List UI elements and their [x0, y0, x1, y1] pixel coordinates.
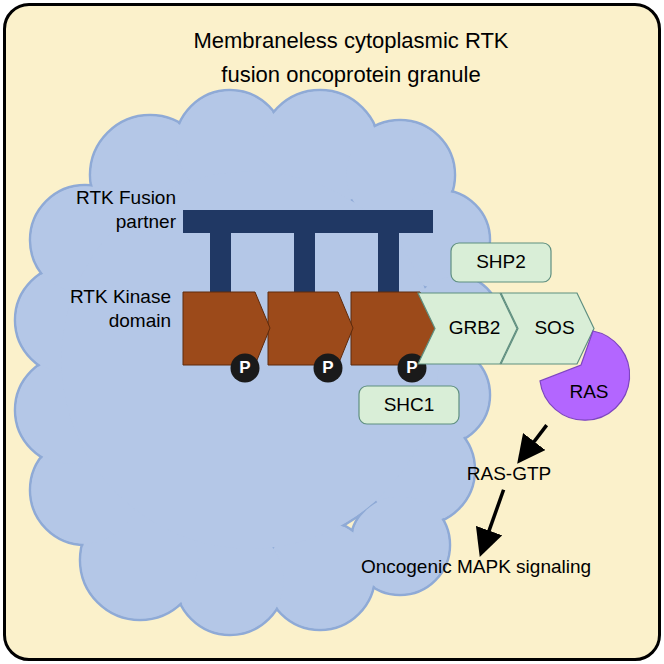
protein-shape: GRB2 [417, 292, 518, 365]
node-label: RAS-GTP [467, 463, 551, 486]
pac-outline [538, 328, 632, 422]
signal-text: RAS-GTP [464, 463, 555, 486]
fusion-partner [183, 210, 433, 294]
protein-shape: RAS [538, 328, 632, 422]
protein-shape: SHP2 [450, 242, 552, 283]
phospho-site: P [230, 353, 260, 383]
protein-shape: SHC1 [358, 385, 460, 425]
node-label: P [322, 358, 333, 378]
signal-text: Oncogenic MAPK signaling [358, 556, 595, 579]
node-label: SHP2 [476, 251, 526, 274]
node-label: RAS [569, 381, 608, 404]
node-label: SHC1 [384, 394, 435, 417]
node-label: P [406, 358, 417, 378]
title-text: Membraneless cytoplasmic RTK fusion onco… [181, 24, 521, 92]
node-label: P [239, 358, 250, 378]
signal-arrow [482, 490, 503, 551]
protein-shape: SOS [500, 292, 595, 365]
node-label: Oncogenic MAPK signaling [361, 556, 591, 579]
region-label: RTK Fusion partner [40, 186, 176, 234]
signal-arrow [521, 425, 546, 458]
node-label: GRB2 [449, 317, 501, 340]
kinase-domain [183, 292, 437, 365]
region-label: RTK Kinase domain [40, 285, 171, 333]
granule-cell: Membraneless cytoplasmic RTK fusion onco… [3, 3, 661, 661]
phospho-site: P [313, 353, 343, 383]
node-label: SOS [534, 317, 574, 340]
